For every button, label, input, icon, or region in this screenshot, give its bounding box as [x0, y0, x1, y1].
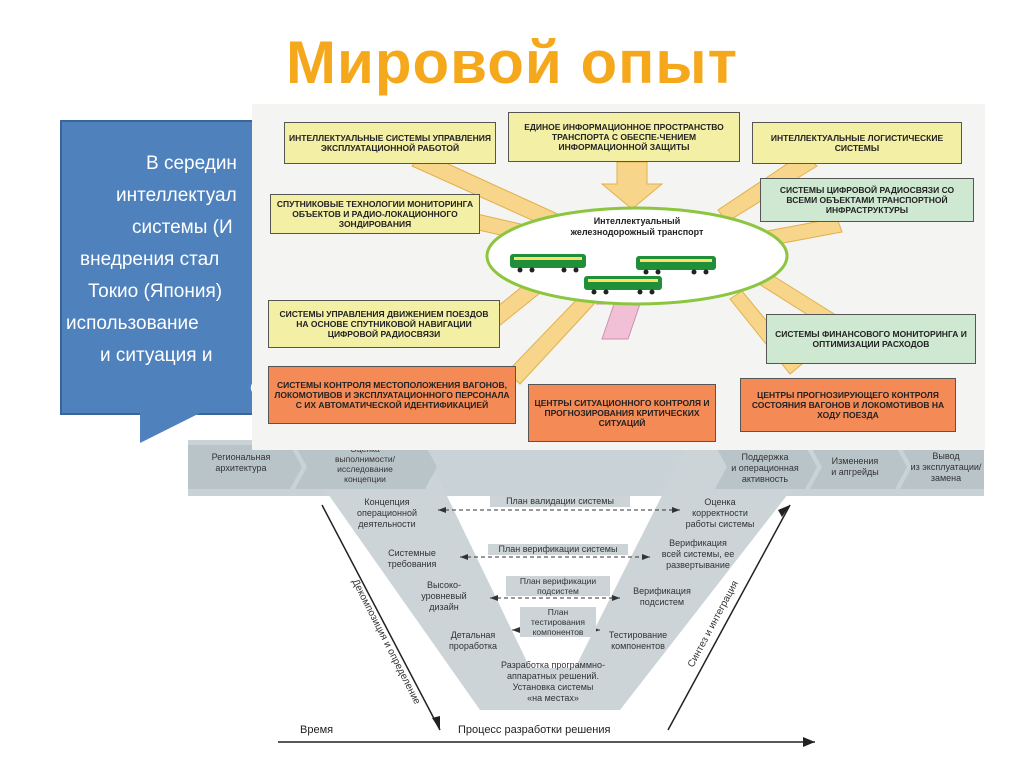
v-label-feasibility: Оценка выполнимости/ исследование концеп… — [335, 444, 395, 484]
callout-line: системы (И — [132, 217, 233, 238]
chevron-2 — [295, 445, 437, 489]
box-logistics: Интеллектуальные логистические системы — [752, 122, 962, 164]
box-its-operations: Интеллектуальные системы управления эксп… — [284, 122, 496, 164]
v-label-support: Поддержка и операционная активность — [731, 452, 799, 484]
box-predictive-control: Центры прогнозирующего контроля состояни… — [740, 378, 956, 432]
its-diagram-panel: Интеллектуальный железнодорожный транспо… — [252, 104, 985, 450]
v-label-validation: Оценка корректности работы системы — [685, 497, 755, 529]
center-ellipse — [485, 206, 789, 306]
box-digital-radio: Системы цифровой радиосвязи со всеми объ… — [760, 178, 974, 222]
plan-arrowhead — [490, 595, 498, 601]
callout-tail — [140, 413, 200, 443]
v-label-implementation: Разработка программно- аппаратных решени… — [501, 660, 605, 703]
plan-arrowhead — [672, 507, 680, 513]
left-axis-line — [321, 504, 441, 731]
v-label-detailed: Детальная проработка — [448, 630, 498, 651]
process-label: Процесс разработки решения — [458, 724, 611, 736]
v-label-concept: Концепция операционной деятельности — [356, 497, 418, 529]
right-axis-line — [667, 504, 791, 731]
plan-label-subsystem-verification: План верификации подсистем — [506, 576, 610, 596]
v-label-regional: Региональная архитектура — [211, 452, 271, 473]
v-label-hl-design: Высоко- уровневый дизайн — [421, 580, 467, 612]
callout-line: внедрения стал — [80, 249, 220, 270]
slide-title: Мировой опыт — [286, 29, 738, 96]
plan-label-validation: План валидации системы — [490, 496, 630, 507]
center-label: Интеллектуальный железнодорожный транспо… — [570, 216, 704, 237]
v-label-requirements: Системные требования — [387, 548, 437, 569]
box-satellite-monitoring: Спутниковые технологии мониторинга объек… — [270, 194, 480, 234]
callout-line: В середин — [146, 153, 237, 174]
time-axis-arrowhead — [803, 737, 815, 747]
box-situation-centers: Центры ситуационного контроля и прогнози… — [528, 384, 716, 442]
chevron-5 — [900, 445, 984, 489]
plan-arrowhead — [438, 507, 446, 513]
plan-label-system-verification: План верификации системы — [488, 544, 628, 555]
callout-text: В середин интеллектуал системы (И внедре… — [60, 148, 320, 404]
callout-line: Токио (Япония) — [88, 281, 223, 302]
callout-line: использование — [66, 313, 199, 334]
plan-arrowhead — [460, 554, 468, 560]
v-label-changes: Изменения и апгрейды — [831, 456, 879, 477]
plan-arrowhead — [642, 554, 650, 560]
box-info-space: Единое информационное пространство транс… — [508, 112, 740, 162]
plan-arrowhead — [612, 595, 620, 601]
v-label-decommission: Вывод из эксплуатации/ замена — [910, 451, 982, 483]
train-icon — [510, 254, 716, 295]
v-label-subsystem-verification: Верификация подсистем — [633, 586, 691, 607]
v-shape — [290, 440, 830, 710]
v-label-component-testing: Тестирование компонентов — [608, 630, 668, 651]
v-label-system-verification: Верификация всей системы, ее развертыван… — [661, 538, 735, 570]
chevron-3 — [715, 445, 817, 489]
box-financial-monitoring: Системы финансового мониторинга и оптими… — [766, 314, 976, 364]
arrow-b2 — [600, 161, 664, 210]
left-axis-arrowhead — [432, 716, 440, 730]
right-axis-arrowhead — [778, 505, 790, 517]
callout-box — [60, 120, 270, 415]
plan-label-component-testing: План тестирования компонентов — [520, 607, 596, 637]
box-train-control: Системы управления движением поездов на … — [268, 300, 500, 348]
callout-line: и ситуация и — [100, 345, 213, 366]
time-label: Время — [300, 724, 334, 736]
chevron-1 — [188, 445, 302, 489]
chevron-4 — [810, 445, 907, 489]
plan-arrowhead — [512, 627, 520, 633]
callout-line: интеллектуал — [116, 185, 237, 206]
box-location-control: Системы контроля местоположения вагонов,… — [268, 366, 516, 424]
